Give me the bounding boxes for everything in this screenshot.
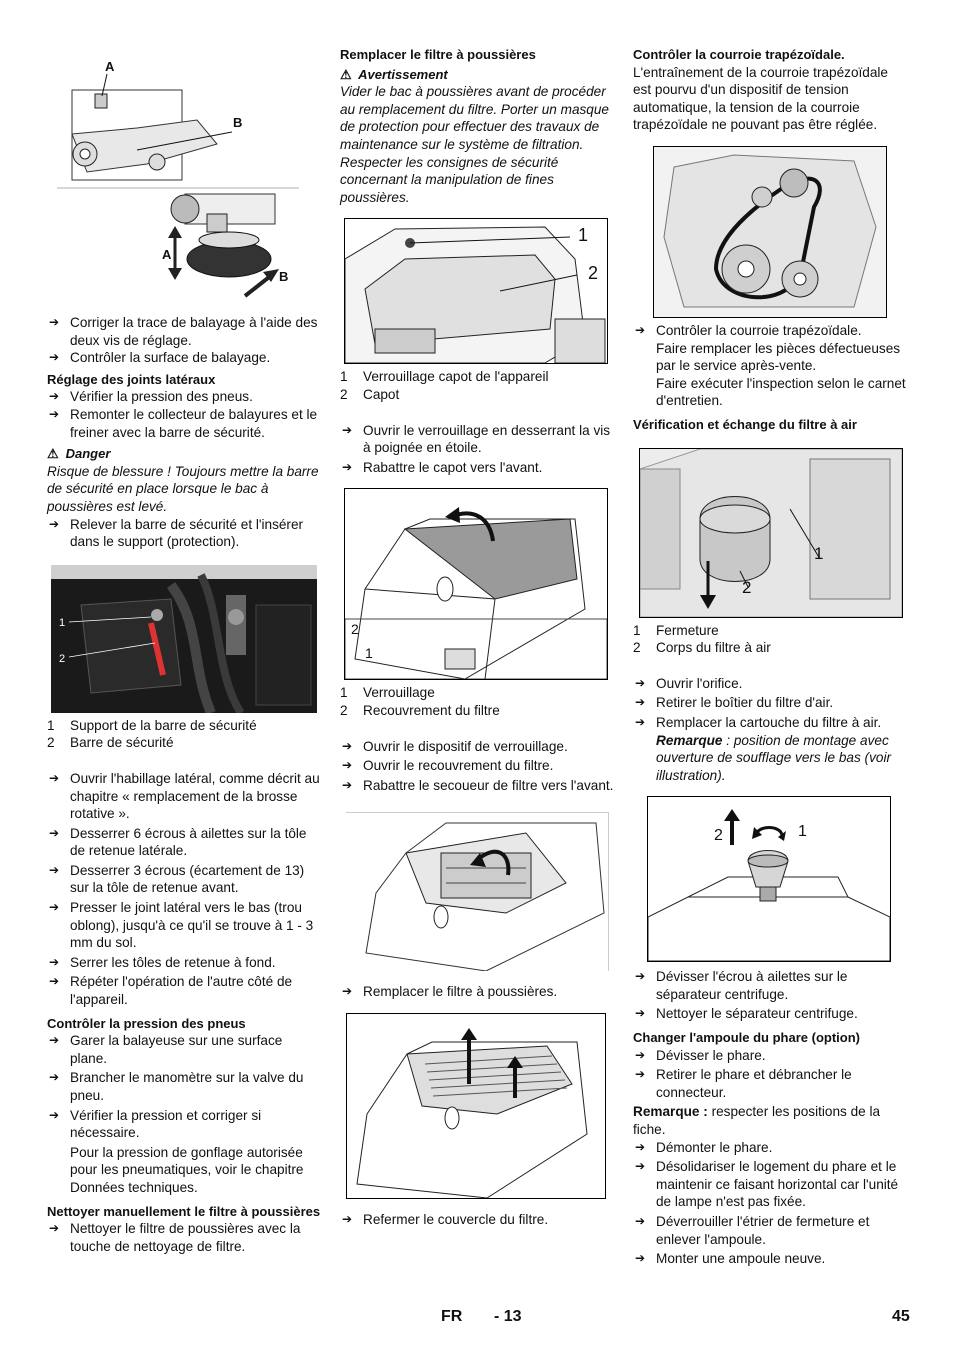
bullet: ➔Desserrer 6 écrous à ailettes sur la tô… <box>49 825 307 859</box>
fig-label-2: 2 <box>351 621 359 638</box>
fig-label-1: 1 <box>365 645 373 662</box>
courroie-line: Faire exécuter l'inspection selon le car… <box>656 375 906 409</box>
bullet: ➔Remplacer la cartouche du filtre à air. <box>635 714 882 730</box>
pneus-note: Pour la pression de gonflage autorisée p… <box>70 1144 304 1195</box>
bullet: ➔Rabattre le capot vers l'avant. <box>342 459 543 475</box>
footer-lang: FR <box>441 1308 463 1325</box>
bullet: ➔Remplacer le filtre à poussières. <box>342 984 558 1000</box>
bullet: ➔Serrer les tôles de retenue à fond. <box>49 954 276 970</box>
fig-label-2: 2 <box>714 827 723 845</box>
bullet: ➔Rabattre le secoueur de filtre vers l'a… <box>342 777 614 793</box>
heading-filtre-manuel: Nettoyer manuellement le filtre à poussi… <box>47 1203 321 1219</box>
column-1: A B A B ➔Corriger la trace de balayage à… <box>47 44 321 1255</box>
fig-label-1: 1 <box>798 823 807 841</box>
heading-phare: Changer l'ampoule du phare (option) <box>633 1030 860 1046</box>
bullet: ➔Refermer le couvercle du filtre. <box>342 1211 549 1227</box>
fig-label-2: 2 <box>588 263 599 284</box>
fig-label-2: 2 <box>59 652 66 665</box>
bullet: ➔Dévisser le phare. <box>635 1047 766 1063</box>
bullet: ➔Ouvrir l'orifice. <box>635 675 743 691</box>
courroie-text: L'entraînement de la courroie trapézoïda… <box>633 64 888 133</box>
label-a-bottom: A <box>162 247 172 262</box>
remarque-air: Remarque : position de montage avec ouve… <box>656 732 891 783</box>
bullet: ➔Remonter le collecteur de balayures et … <box>49 406 318 440</box>
footer-page-local: - 13 <box>494 1308 522 1325</box>
courroie-line: Faire remplacer les pièces défectueuses … <box>656 340 901 374</box>
bullet: ➔Garer la balayeuse sur une surface plan… <box>49 1033 283 1066</box>
warning-text: Vider le bac à poussières avant de procé… <box>340 84 609 205</box>
danger-heading: ⚠ Danger <box>47 446 111 462</box>
bullet: ➔Corriger la trace de balayage à l'aide … <box>49 315 318 348</box>
fig-label-1: 1 <box>59 616 66 629</box>
fig-label-2: 2 <box>742 577 752 597</box>
label-b-bottom: B <box>279 269 289 284</box>
figure-filter-shaker <box>346 812 609 972</box>
danger-text: Risque de blessure ! Toujours mettre la … <box>47 463 319 514</box>
bullet: ➔Contrôler la surface de balayage. <box>49 350 271 366</box>
fig-label-1: 1 <box>578 225 589 246</box>
figure-hood: 1 2 <box>344 218 608 365</box>
bullet: ➔Retirer le boîtier du filtre d'air. <box>635 695 834 711</box>
warning-icon: ⚠ <box>47 446 59 462</box>
column-2: Remplacer le filtre à poussières ⚠ Avert… <box>340 44 615 1228</box>
bullet: ➔Desserrer 3 écrous (écartement de 13) s… <box>49 862 305 896</box>
column-3: Contrôler la courroie trapézoïdale. L'en… <box>633 44 909 1268</box>
bullet: ➔Démonter le phare. <box>635 1139 773 1155</box>
bullet: ➔Déverrouiller l'étrier de fermeture et … <box>635 1214 870 1247</box>
bullet: ➔Vérifier la pression et corriger si néc… <box>49 1107 262 1141</box>
remarque-phare: Remarque : respecter les positions de la… <box>633 1104 881 1138</box>
footer-page-total: 45 <box>892 1308 910 1325</box>
bullet: ➔Nettoyer le séparateur centrifuge. <box>635 1006 858 1022</box>
heading-filtre: Remplacer le filtre à poussières <box>340 47 536 62</box>
figure-safety-bar: 1 2 <box>51 564 317 713</box>
heading-filtre-air: Vérification et échange du filtre à air <box>633 416 857 432</box>
bullet: ➔Vérifier la pression des pneus. <box>49 389 253 405</box>
heading-joints: Réglage des joints latéraux <box>47 371 216 387</box>
warning-heading: ⚠ Avertissement <box>340 66 448 82</box>
bullet: ➔Retirer le phare et débrancher le conne… <box>635 1067 852 1100</box>
bullet: ➔Monter une ampoule neuve. <box>635 1251 826 1267</box>
bullet: ➔Ouvrir le verrouillage en desserrant la… <box>342 422 611 456</box>
heading-courroie: Contrôler la courroie trapézoïdale. <box>633 47 845 62</box>
label-a-top: A <box>105 59 115 74</box>
fig-label-1: 1 <box>814 543 824 563</box>
bullet: ➔Presser le joint latéral vers le bas (t… <box>49 900 314 951</box>
bullet: ➔Contrôler la courroie trapézoïdale. <box>635 322 862 338</box>
bullet: ➔Dévisser l'écrou à ailettes sur le sépa… <box>635 969 848 1002</box>
figure-belt <box>653 145 887 318</box>
bullet: ➔Nettoyer le filtre de poussières avec l… <box>49 1221 301 1254</box>
warning-icon: ⚠ <box>340 66 352 82</box>
bullet: ➔Répéter l'opération de l'autre côté de … <box>49 974 293 1008</box>
figure-centrifuge: 2 1 <box>647 796 891 963</box>
label-b-top: B <box>233 115 243 130</box>
bullet: ➔Relever la barre de sécurité et l'insér… <box>49 516 304 550</box>
heading-pneus: Contrôler la pression des pneus <box>47 1015 246 1031</box>
bullet: ➔Désolidariser le logement du phare et l… <box>635 1159 899 1210</box>
bullet: ➔Ouvrir le dispositif de verrouillage. <box>342 738 568 754</box>
figure-brush-adjust: A B A B <box>47 44 299 302</box>
figure-air-filter: 1 2 <box>639 447 903 618</box>
figure-filter-cover: 2 1 <box>344 488 608 681</box>
bullet: ➔Brancher le manomètre sur la valve du p… <box>49 1070 304 1103</box>
bullet: ➔Ouvrir l'habillage latéral, comme décri… <box>49 770 320 822</box>
figure-filter-replace <box>346 1012 606 1199</box>
bullet: ➔Ouvrir le recouvrement du filtre. <box>342 758 554 774</box>
